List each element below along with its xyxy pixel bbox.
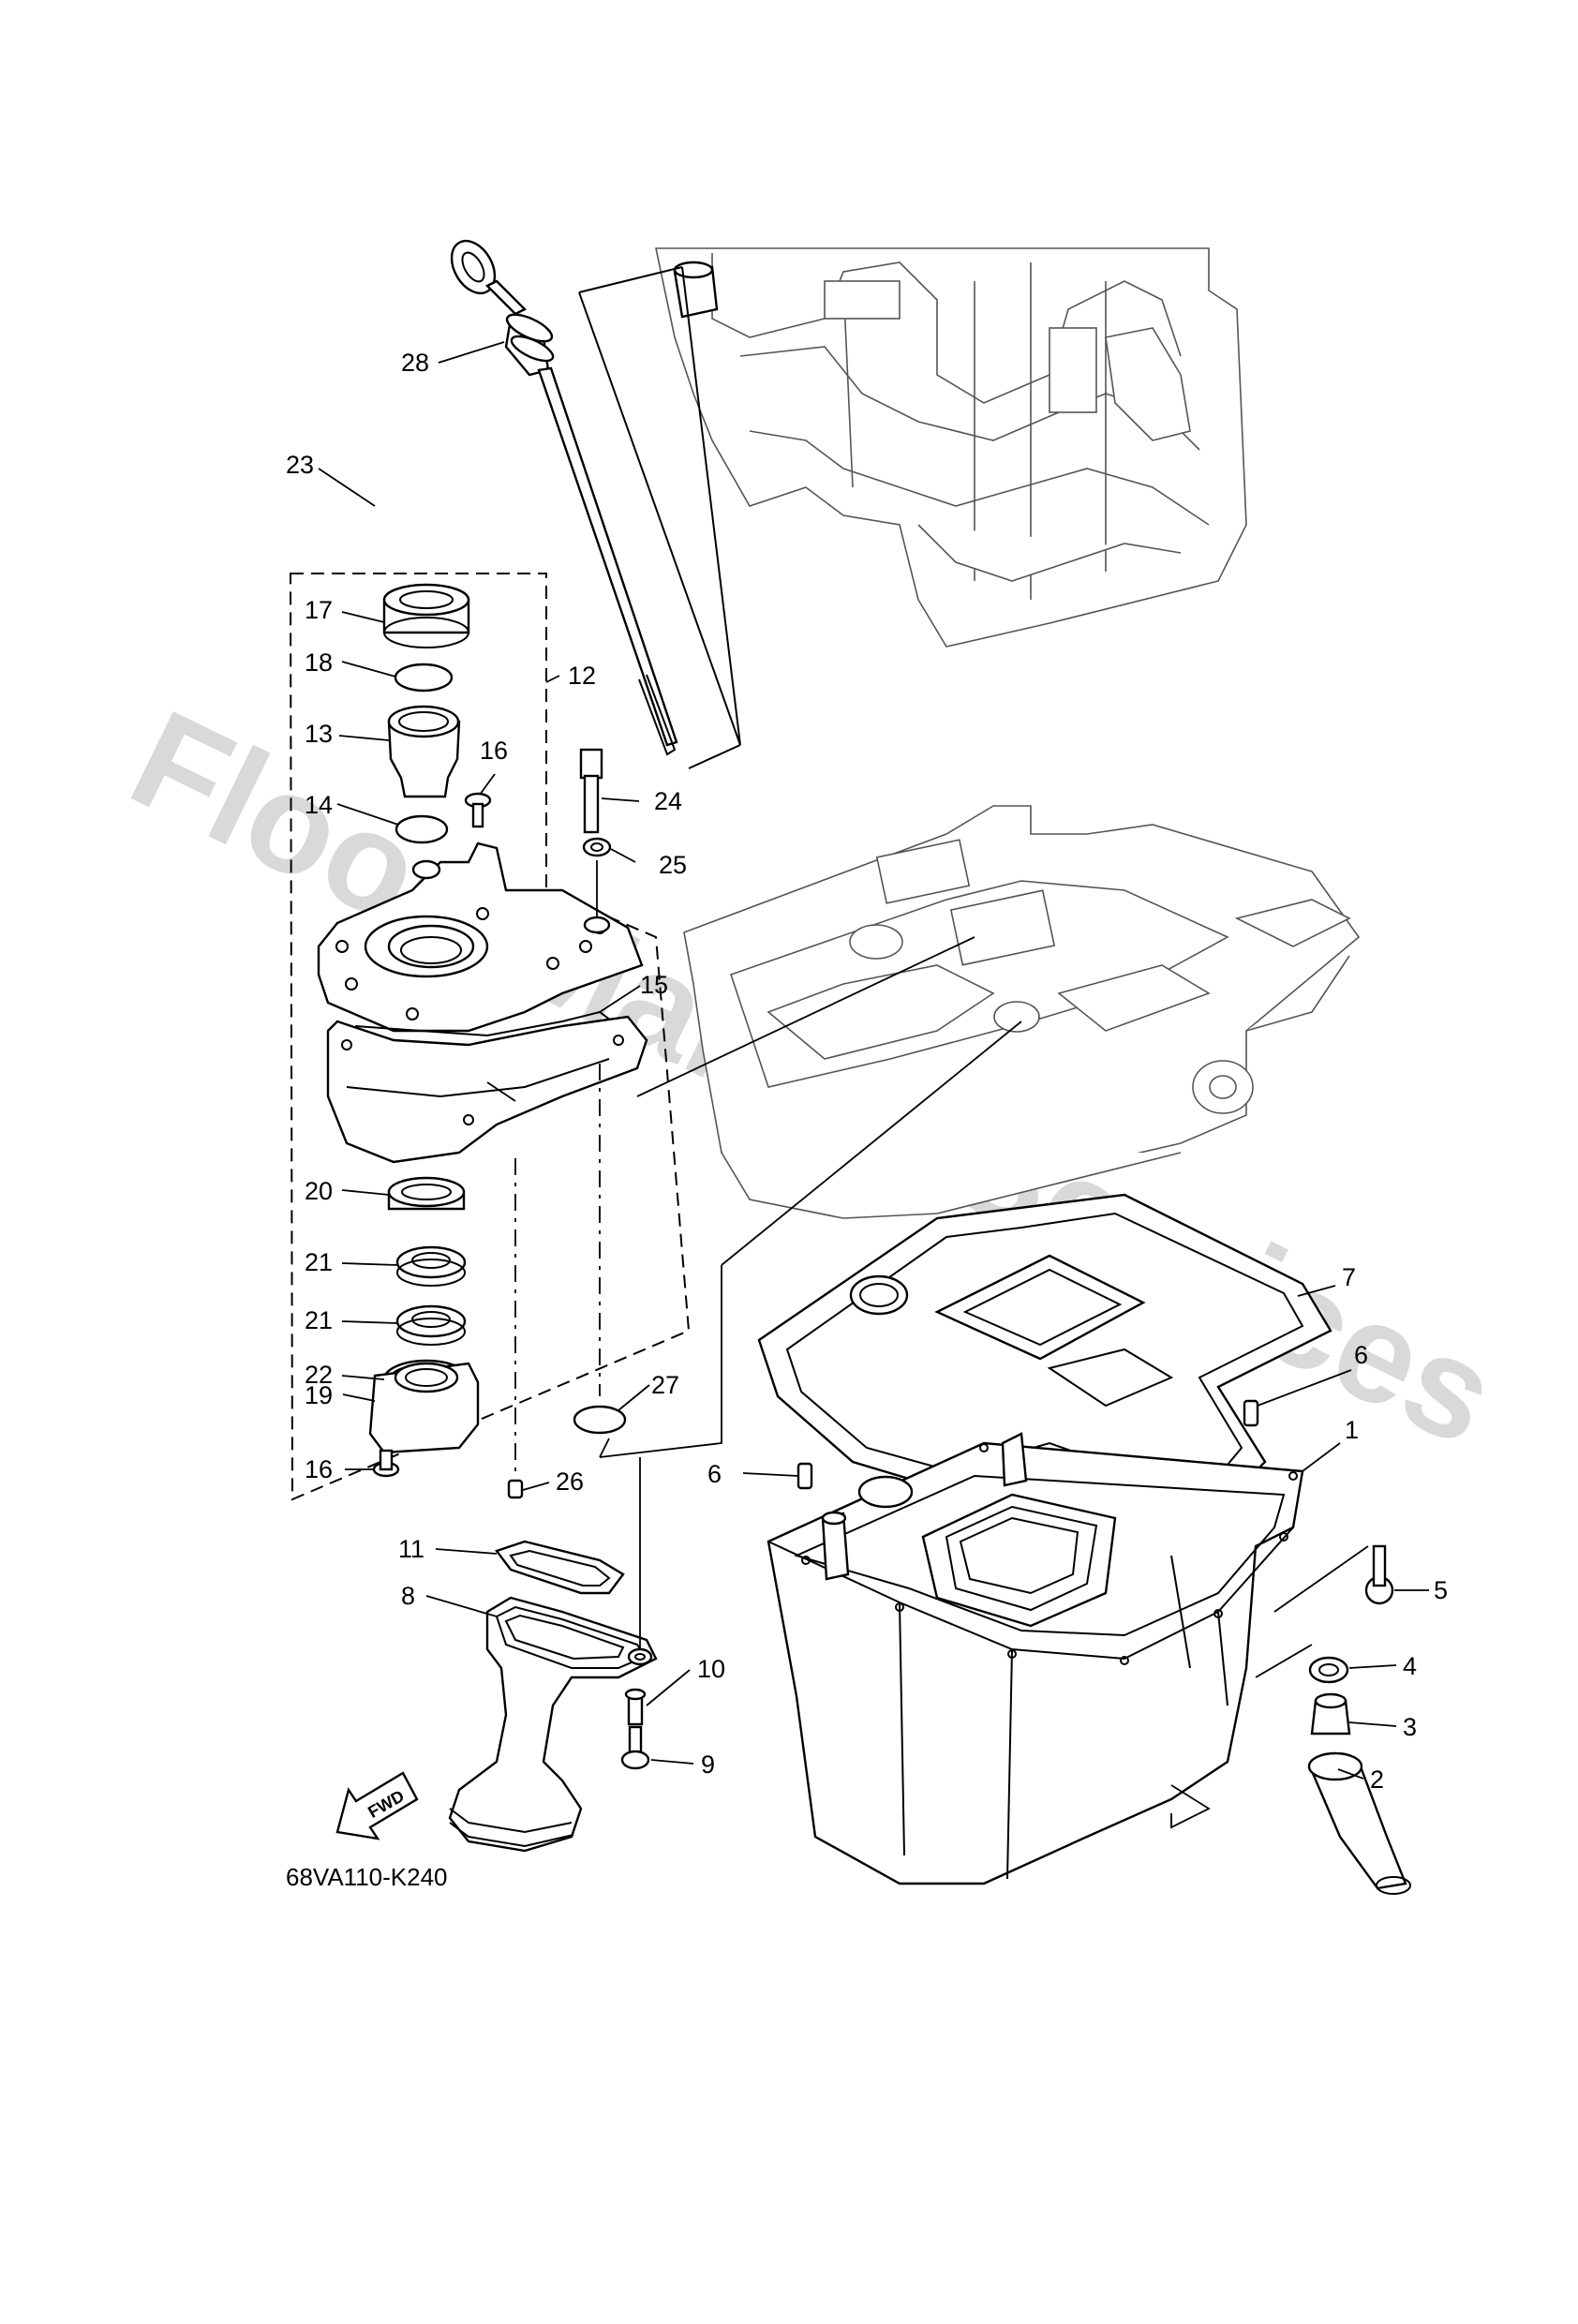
diagram-code: 68VA110-K240 [286, 1863, 448, 1891]
callout-4: 4 [1403, 1652, 1417, 1680]
assembly-guide-lines [486, 860, 1022, 1476]
callout-20: 20 [305, 1177, 333, 1205]
callout-14: 14 [305, 791, 333, 819]
oil-strainer-assembly [317, 583, 648, 1499]
callout-11: 11 [398, 1535, 424, 1563]
callout-25: 25 [659, 851, 687, 879]
callout-1: 1 [1345, 1416, 1359, 1444]
dipstick-guide-lines [578, 266, 741, 769]
callout-16a: 16 [480, 737, 508, 765]
drain-parts [1307, 1544, 1411, 1895]
callout-28: 28 [401, 349, 429, 377]
callout-22: 22 [305, 1361, 333, 1389]
callout-5: 5 [1434, 1576, 1448, 1604]
callout-3: 3 [1403, 1713, 1417, 1741]
callout-6a: 6 [1354, 1341, 1368, 1369]
callout-labels: 1 2 3 4 5 6 6 7 8 9 10 11 12 13 14 15 16… [286, 349, 1448, 1794]
oil-pan [767, 1432, 1304, 1885]
callout-18: 18 [305, 648, 333, 677]
callout-7: 7 [1342, 1263, 1356, 1291]
callout-26: 26 [556, 1467, 584, 1496]
callout-15: 15 [640, 971, 668, 999]
callout-19: 19 [305, 1381, 333, 1409]
callout-24: 24 [654, 787, 682, 815]
callout-10: 10 [697, 1655, 725, 1683]
callout-9: 9 [701, 1750, 715, 1779]
engine-block [655, 247, 1247, 648]
fwd-arrow: FWD [335, 1771, 419, 1840]
dipstick [450, 239, 678, 756]
oil-strainer [448, 1540, 658, 1853]
callout-17: 17 [305, 596, 333, 624]
callout-8: 8 [401, 1582, 415, 1610]
callout-13: 13 [305, 720, 333, 748]
drain-guide-lines [1170, 1545, 1369, 1829]
assembly-12-dashed-outline [289, 573, 691, 1501]
exhaust-guide [683, 805, 1361, 1219]
callout-27: 27 [651, 1371, 679, 1399]
callout-12: 12 [568, 662, 596, 690]
callout-leader-lines [318, 341, 1429, 1780]
callout-2: 2 [1370, 1765, 1384, 1794]
callout-16b: 16 [305, 1455, 333, 1483]
oil-pan-gasket [757, 1193, 1332, 1501]
callout-21b: 21 [305, 1306, 333, 1334]
callout-6b: 6 [707, 1460, 722, 1488]
callout-21a: 21 [305, 1248, 333, 1276]
callout-23: 23 [286, 451, 314, 479]
